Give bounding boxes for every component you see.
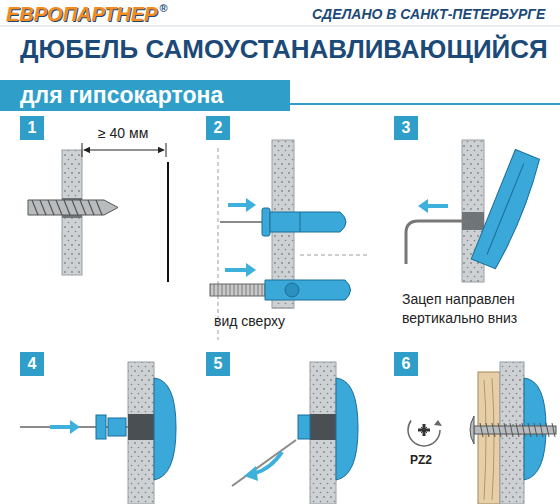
band-rule <box>290 103 560 105</box>
step-number-box: 1 <box>20 116 44 140</box>
step-number-box: 2 <box>206 116 230 140</box>
step-number-box: 6 <box>394 352 418 376</box>
hook-note: Зацеп направлен вертикально вниз <box>402 290 552 328</box>
step-4-drawing <box>20 362 176 504</box>
step-5-drawing <box>232 362 358 504</box>
step-number: 5 <box>214 355 223 373</box>
header-rule <box>0 26 560 27</box>
origin-note: СДЕЛАНО В САНКТ-ПЕТЕРБУРГЕ <box>312 5 545 24</box>
step-2-drawing <box>210 140 370 340</box>
view-note: вид сверху <box>214 312 285 331</box>
step-number-box: 4 <box>20 352 44 376</box>
step-number-box: 5 <box>206 352 230 376</box>
step-number: 6 <box>402 355 411 373</box>
step-number: 3 <box>402 119 411 137</box>
registered-mark: ® <box>159 1 167 16</box>
bit-label: PZ2 <box>410 452 432 468</box>
dimension: ≥ 40 мм <box>98 124 148 143</box>
step-number: 4 <box>28 355 37 373</box>
step-number-box: 3 <box>394 116 418 140</box>
brand-logo: ЕВРОПАРТНЕР <box>6 1 157 28</box>
subtitle-band: для гипсокартона <box>0 80 290 111</box>
step-number: 2 <box>214 119 223 137</box>
step-number: 1 <box>28 119 37 137</box>
title: ДЮБЕЛЬ САМОУСТАНАВЛИВАЮЩИЙСЯ <box>20 34 548 65</box>
step-6-drawing <box>408 362 556 504</box>
subtitle: для гипсокартона <box>20 82 223 109</box>
step-1-drawing <box>28 143 168 282</box>
step-3-drawing <box>406 140 543 282</box>
